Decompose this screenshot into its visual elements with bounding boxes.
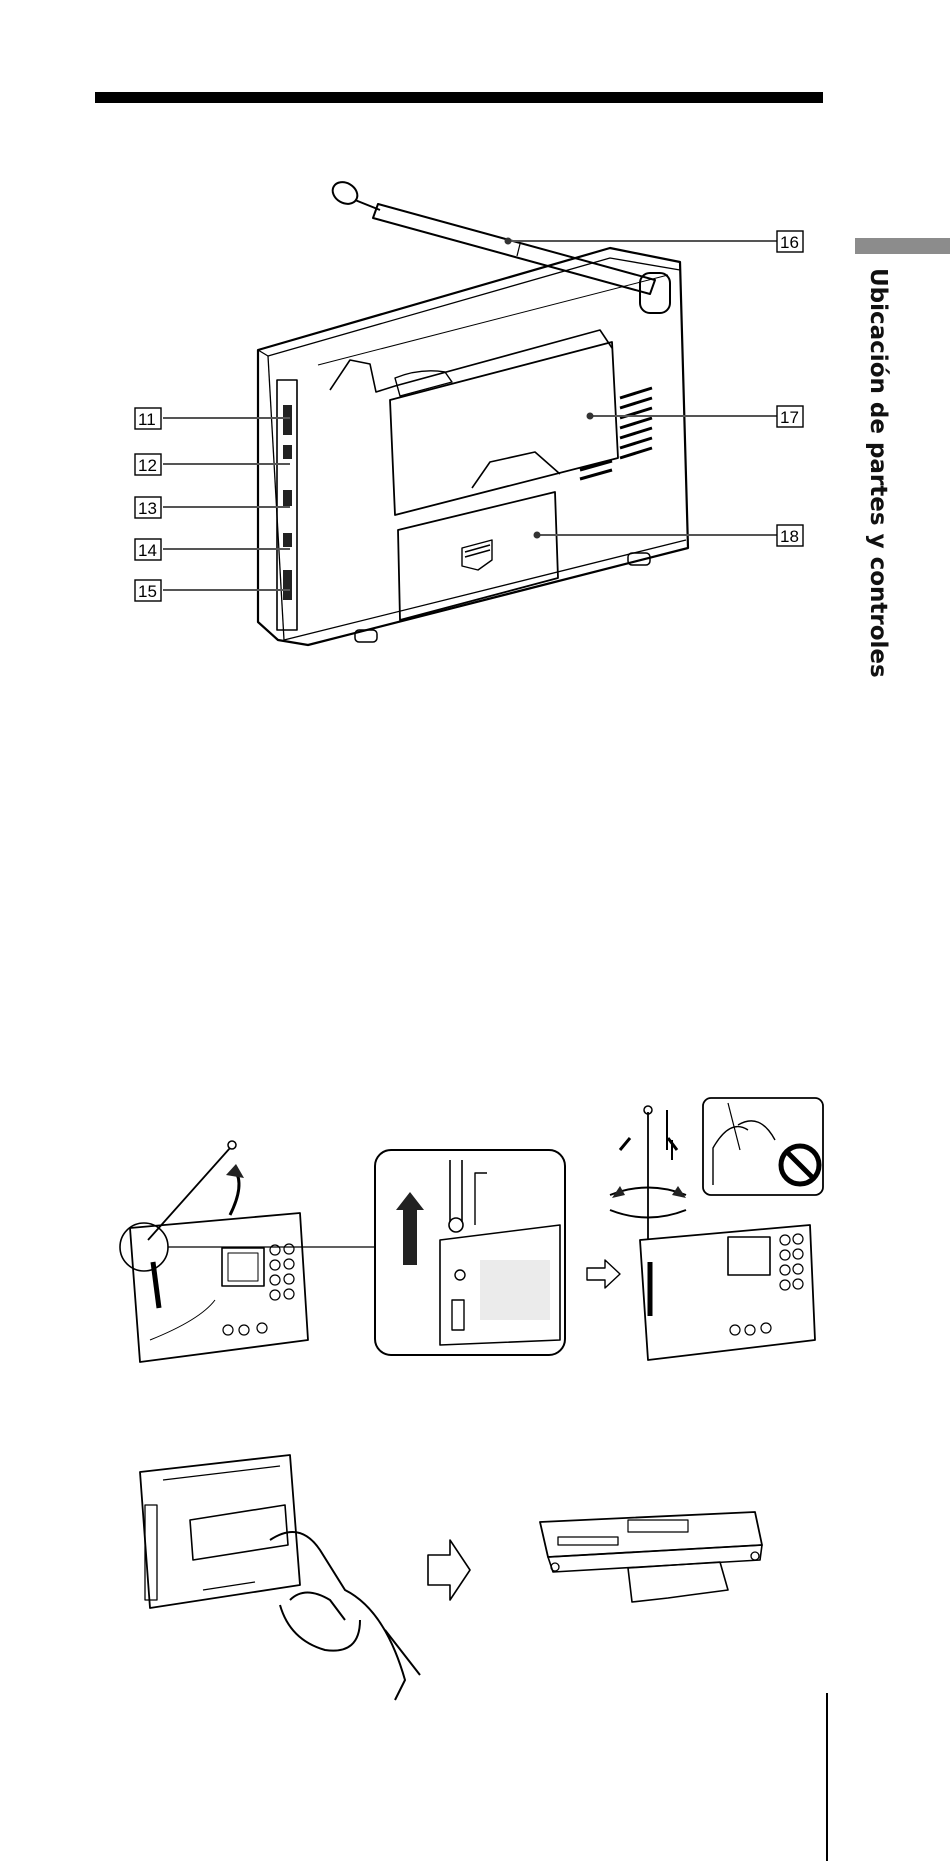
callout-13: 13 [135, 497, 161, 518]
callout-18: 18 [777, 525, 803, 546]
stand-panel [390, 342, 618, 515]
callout-11: 11 [135, 408, 161, 429]
telescopic-antenna [329, 178, 670, 313]
radio-front-left [120, 1141, 308, 1362]
radio-front-right [610, 1106, 815, 1360]
callout-12: 12 [135, 454, 161, 475]
callout-14: 14 [135, 539, 161, 560]
callout-15: 15 [135, 580, 161, 601]
callout-label-17: 17 [780, 408, 799, 427]
callout-16: 16 [777, 231, 803, 252]
radio-on-stand [540, 1512, 762, 1602]
stand-figure [140, 1455, 762, 1700]
page-edge-rule [826, 1693, 828, 1861]
radio-back-view-figure [258, 178, 688, 645]
callout-label-14: 14 [138, 541, 157, 560]
caution-inset [703, 1098, 823, 1195]
callout-17: 17 [777, 406, 803, 427]
callout-label-18: 18 [780, 527, 799, 546]
antenna-figure [120, 1098, 823, 1362]
antenna-detail-zoom [375, 1150, 565, 1355]
callout-label-11: 11 [138, 410, 156, 429]
callout-label-16: 16 [780, 233, 799, 252]
callout-label-15: 15 [138, 582, 157, 601]
radio-back-with-hand [140, 1455, 420, 1700]
callout-label-12: 12 [138, 456, 157, 475]
hollow-arrow-right [428, 1540, 470, 1600]
callout-label-13: 13 [138, 499, 157, 518]
